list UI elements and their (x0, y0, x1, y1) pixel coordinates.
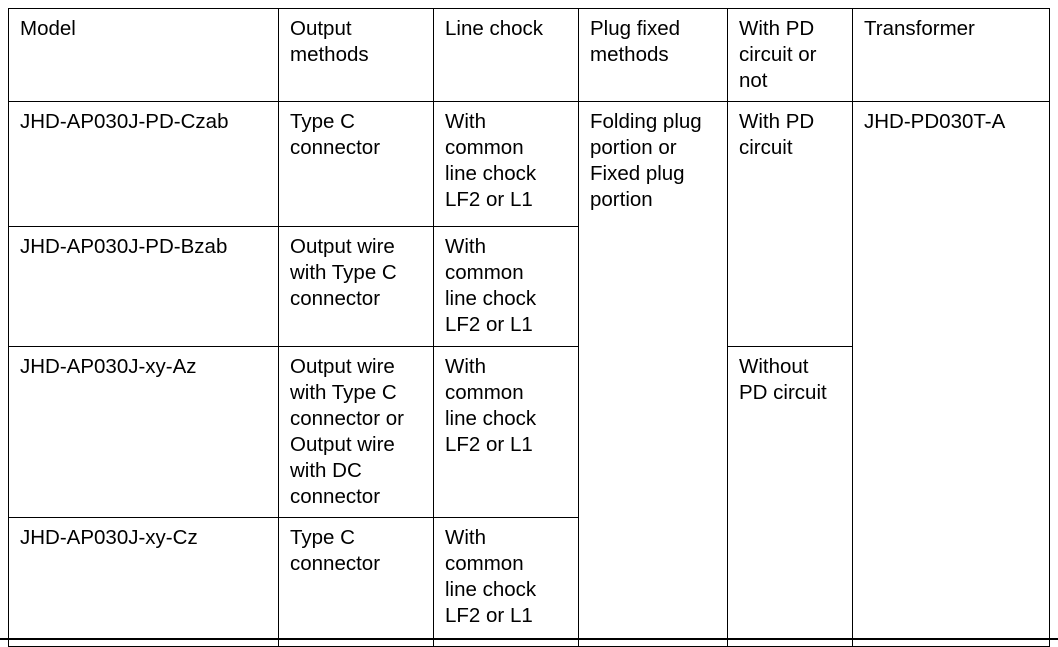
cell-model: JHD-AP030J-PD-Bzab (8, 226, 279, 347)
column-header-output-methods-label: Output methods (290, 17, 369, 66)
cell-line-chock: With common line chock LF2 or L1 (433, 226, 579, 347)
cell-output-methods-text: Output wire with Type C connector or Out… (290, 355, 404, 508)
cell-output-methods: Output wire with Type C connector (278, 226, 434, 347)
cell-plug-fixed-methods-merged: Folding plug portion or Fixed plug porti… (578, 101, 728, 647)
column-header-plug-fixed-methods: Plug fixed methods (578, 8, 728, 102)
cell-line-chock-text: With common line chock LF2 or L1 (445, 110, 537, 211)
table-row: JHD-AP030J-PD-Bzab Output wire with Type… (8, 226, 1050, 347)
table-header-row: Model Output methods Line chock Plug fix… (8, 8, 1050, 102)
table-row: JHD-AP030J-PD-Czab Type C connector With… (8, 101, 1050, 647)
cell-without-pd-circuit-merged: Without PD circuit (727, 346, 853, 647)
cell-line-chock-text: With common line chock LF2 or L1 (445, 355, 537, 456)
column-header-transformer: Transformer (852, 8, 1050, 102)
cell-model-text: JHD-AP030J-xy-Az (20, 355, 197, 378)
cell-plug-fixed-methods-text: Folding plug portion or Fixed plug porti… (590, 110, 702, 211)
table-row: JHD-AP030J-xy-Cz Type C connector With c… (8, 517, 1050, 647)
cell-model: JHD-AP030J-PD-Czab (8, 101, 279, 227)
cell-model-text: JHD-AP030J-PD-Czab (20, 110, 229, 133)
cell-model: JHD-AP030J-xy-Az (8, 346, 279, 518)
column-header-model-label: Model (20, 17, 76, 40)
column-header-transformer-label: Transformer (864, 17, 975, 40)
page-bottom-rule (0, 638, 1058, 640)
table-body: JHD-AP030J-PD-Czab Type C connector With… (8, 101, 1050, 647)
column-header-with-pd-circuit-or-not: With PD circuit or not (727, 8, 853, 102)
cell-output-methods: Type C connector (278, 517, 434, 647)
table-header: Model Output methods Line chock Plug fix… (8, 8, 1050, 102)
cell-line-chock-text: With common line chock LF2 or L1 (445, 526, 537, 627)
column-header-line-chock: Line chock (433, 8, 579, 102)
cell-output-methods: Output wire with Type C connector or Out… (278, 346, 434, 518)
model-specification-table: Model Output methods Line chock Plug fix… (8, 8, 1050, 647)
cell-without-pd-circuit-text: Without PD circuit (739, 355, 827, 404)
cell-line-chock: With common line chock LF2 or L1 (433, 101, 579, 227)
column-header-line-chock-label: Line chock (445, 17, 544, 40)
table-row: JHD-AP030J-xy-Az Output wire with Type C… (8, 346, 1050, 647)
cell-model-text: JHD-AP030J-PD-Bzab (20, 235, 228, 258)
column-header-with-pd-circuit-or-not-label: With PD circuit or not (739, 17, 817, 92)
column-header-plug-fixed-methods-label: Plug fixed methods (590, 17, 681, 66)
cell-model: JHD-AP030J-xy-Cz (8, 517, 279, 647)
cell-line-chock: With common line chock LF2 or L1 (433, 517, 579, 647)
cell-line-chock: With common line chock LF2 or L1 (433, 346, 579, 518)
cell-output-methods: Type C connector (278, 101, 434, 227)
cell-transformer-merged: JHD-PD030T-A (852, 101, 1050, 647)
cell-with-pd-circuit-merged: With PD circuit (727, 101, 853, 347)
cell-transformer-text: JHD-PD030T-A (864, 110, 1006, 133)
cell-output-methods-text: Type C connector (290, 110, 381, 159)
cell-model-text: JHD-AP030J-xy-Cz (20, 526, 198, 549)
cell-with-pd-circuit-text: With PD circuit (739, 110, 815, 159)
cell-output-methods-text: Output wire with Type C connector (290, 235, 397, 310)
column-header-output-methods: Output methods (278, 8, 434, 102)
cell-line-chock-text: With common line chock LF2 or L1 (445, 235, 537, 336)
column-header-model: Model (8, 8, 279, 102)
cell-output-methods-text: Type C connector (290, 526, 381, 575)
